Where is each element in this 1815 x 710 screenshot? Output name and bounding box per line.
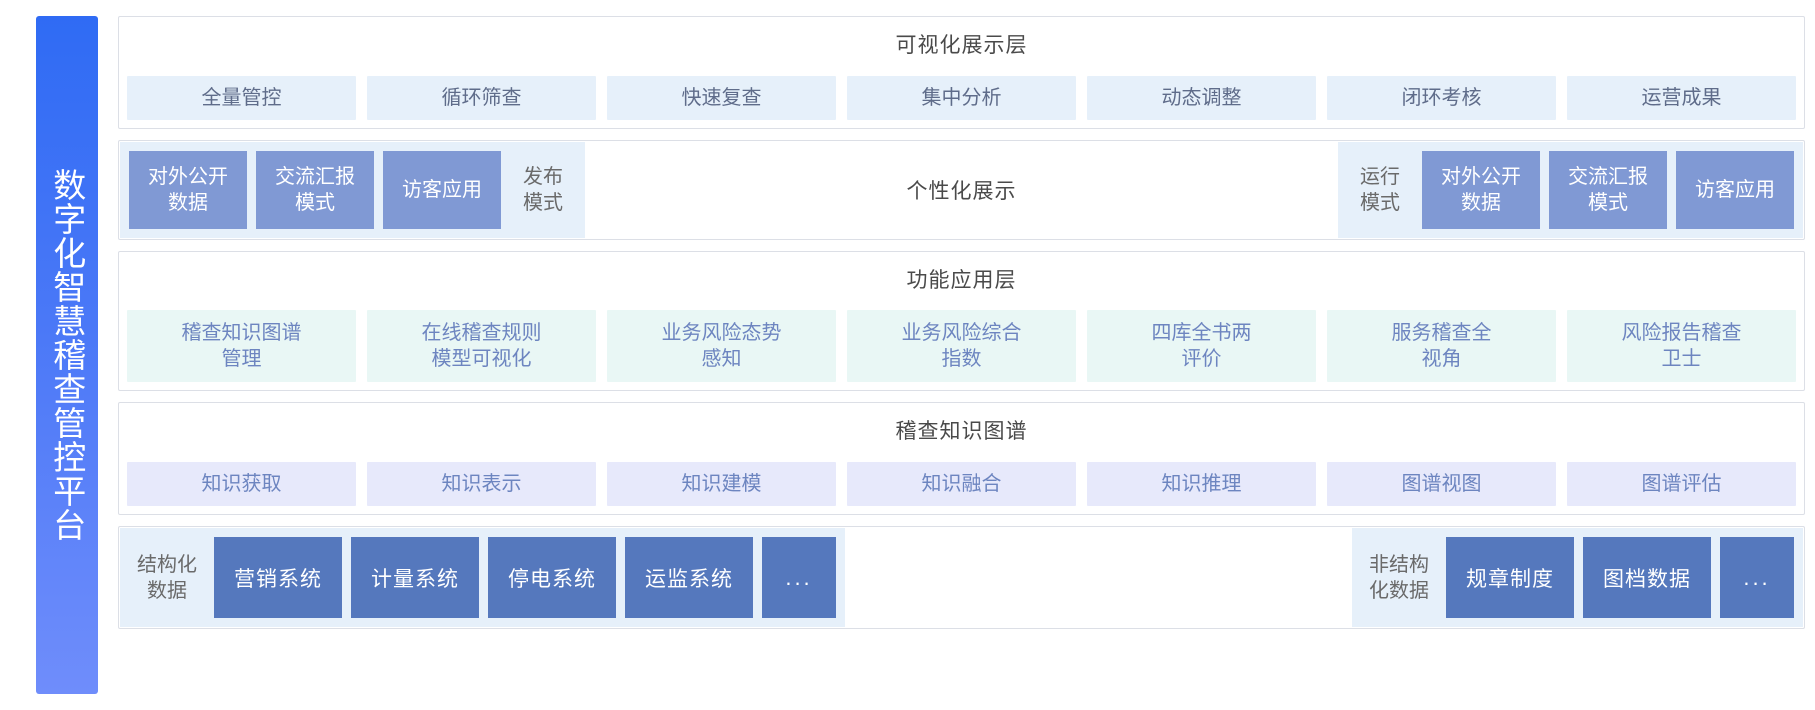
layer-knowledge-graph: 稽查知识图谱 知识获取 知识表示 知识建模 知识融合 知识推理 图谱视图 图谱评…	[118, 402, 1805, 515]
chip-duiwai-gongkai-shuju-left[interactable]: 对外公开 数据	[129, 151, 247, 229]
layer-title-knowledge-graph: 稽查知识图谱	[895, 420, 1028, 443]
chip-dongtai-tiaozheng[interactable]: 动态调整	[1087, 76, 1316, 120]
chip-yingxiao-xitong[interactable]: 营销系统	[214, 537, 342, 618]
chip-siku-quanshu-liang-pingjia[interactable]: 四库全书两 评价	[1087, 310, 1316, 382]
chip-zhishi-jianmo[interactable]: 知识建模	[607, 462, 836, 506]
publish-mode-group: 对外公开 数据 交流汇报 模式 访客应用 发布 模式	[120, 142, 585, 238]
layer-title-visualization: 可视化展示层	[895, 34, 1028, 57]
chip-row-visualization: 全量管控 循环筛查 快速复查 集中分析 动态调整 闭环考核 运营成果	[127, 76, 1796, 120]
layer-title-function-application: 功能应用层	[906, 269, 1017, 292]
chip-quanliang-guankong[interactable]: 全量管控	[127, 76, 356, 120]
data-source-row: 结构化 数据 营销系统 计量系统 停电系统 运监系统 ... 非结构 化数据 规…	[119, 527, 1804, 628]
chip-yewu-fengxian-zonghe-zhishu[interactable]: 业务风险综合 指数	[847, 310, 1076, 382]
chip-tupu-pinggu[interactable]: 图谱评估	[1567, 462, 1796, 506]
chip-kuaisu-fucha[interactable]: 快速复查	[607, 76, 836, 120]
chip-bihuan-kaohe[interactable]: 闭环考核	[1327, 76, 1556, 120]
chip-tudang-shuju[interactable]: 图档数据	[1583, 537, 1711, 618]
chip-yewu-fengxian-taishi-ganzhi[interactable]: 业务风险态势 感知	[607, 310, 836, 382]
label-structured-data: 结构化 数据	[137, 553, 197, 602]
layer-stack: 可视化展示层 全量管控 循环筛查 快速复查 集中分析 动态调整 闭环考核 运营成…	[118, 8, 1805, 702]
personalized-display-area: 个性化展示	[585, 142, 1338, 238]
structured-data-group: 结构化 数据 营销系统 计量系统 停电系统 运监系统 ...	[120, 528, 845, 627]
chip-yunying-chengguo[interactable]: 运营成果	[1567, 76, 1796, 120]
chip-xunhuan-shaicha[interactable]: 循环筛查	[367, 76, 596, 120]
chip-zhishi-tuili[interactable]: 知识推理	[1087, 462, 1316, 506]
label-unstructured-data: 非结构 化数据	[1369, 553, 1429, 602]
chip-jiaoliu-huibao-moshi-right[interactable]: 交流汇报 模式	[1549, 151, 1667, 229]
platform-title: 数字化智慧稽查管控平台	[48, 168, 86, 542]
chip-unstructured-more[interactable]: ...	[1720, 537, 1794, 618]
label-fabu-moshi: 发布 模式	[523, 166, 563, 214]
chip-zhishi-biaoshi[interactable]: 知识表示	[367, 462, 596, 506]
chip-fangke-yingyong-left[interactable]: 访客应用	[383, 151, 501, 229]
chip-tupu-shitu[interactable]: 图谱视图	[1327, 462, 1556, 506]
chip-tingdian-xitong[interactable]: 停电系统	[488, 537, 616, 618]
chip-fangke-yingyong-right[interactable]: 访客应用	[1676, 151, 1794, 229]
unstructured-data-group: 非结构 化数据 规章制度 图档数据 ...	[1352, 528, 1803, 627]
chip-zhishi-huoqu[interactable]: 知识获取	[127, 462, 356, 506]
data-source-gap	[857, 528, 1340, 627]
chip-fuwu-jicha-quan-shijiao[interactable]: 服务稽查全 视角	[1327, 310, 1556, 382]
layer-visualization: 可视化展示层 全量管控 循环筛查 快速复查 集中分析 动态调整 闭环考核 运营成…	[118, 16, 1805, 129]
chip-guizhang-zhidu[interactable]: 规章制度	[1446, 537, 1574, 618]
run-mode-group: 运行 模式 对外公开 数据 交流汇报 模式 访客应用	[1338, 142, 1803, 238]
chip-fengxian-baogao-jicha-weishi[interactable]: 风险报告稽查 卫士	[1567, 310, 1796, 382]
layer-function-application: 功能应用层 稽查知识图谱 管理 在线稽查规则 模型可视化 业务风险态势 感知 业…	[118, 251, 1805, 391]
label-gexinghua-zhanshi: 个性化展示	[906, 180, 1017, 203]
chip-row-knowledge-graph: 知识获取 知识表示 知识建模 知识融合 知识推理 图谱视图 图谱评估	[127, 462, 1796, 506]
chip-yunjian-xitong[interactable]: 运监系统	[625, 537, 753, 618]
layer-data-source: 结构化 数据 营销系统 计量系统 停电系统 运监系统 ... 非结构 化数据 规…	[118, 526, 1805, 629]
display-mode-row: 对外公开 数据 交流汇报 模式 访客应用 发布 模式 个性化展示 运行 模式 对…	[119, 141, 1804, 239]
platform-title-bar: 数字化智慧稽查管控平台	[36, 16, 98, 694]
chip-row-function-application: 稽查知识图谱 管理 在线稽查规则 模型可视化 业务风险态势 感知 业务风险综合 …	[127, 310, 1796, 382]
chip-zaixian-jicha-guize-moxing[interactable]: 在线稽查规则 模型可视化	[367, 310, 596, 382]
layer-display-mode: 对外公开 数据 交流汇报 模式 访客应用 发布 模式 个性化展示 运行 模式 对…	[118, 140, 1805, 240]
chip-zhishi-ronghe[interactable]: 知识融合	[847, 462, 1076, 506]
label-yunxing-moshi: 运行 模式	[1360, 166, 1400, 214]
chip-duiwai-gongkai-shuju-right[interactable]: 对外公开 数据	[1422, 151, 1540, 229]
chip-jiliang-xitong[interactable]: 计量系统	[351, 537, 479, 618]
chip-jicha-zhishi-tupu-guanli[interactable]: 稽查知识图谱 管理	[127, 310, 356, 382]
chip-jiaoliu-huibao-moshi-left[interactable]: 交流汇报 模式	[256, 151, 374, 229]
chip-structured-more[interactable]: ...	[762, 537, 836, 618]
chip-jizhong-fenxi[interactable]: 集中分析	[847, 76, 1076, 120]
